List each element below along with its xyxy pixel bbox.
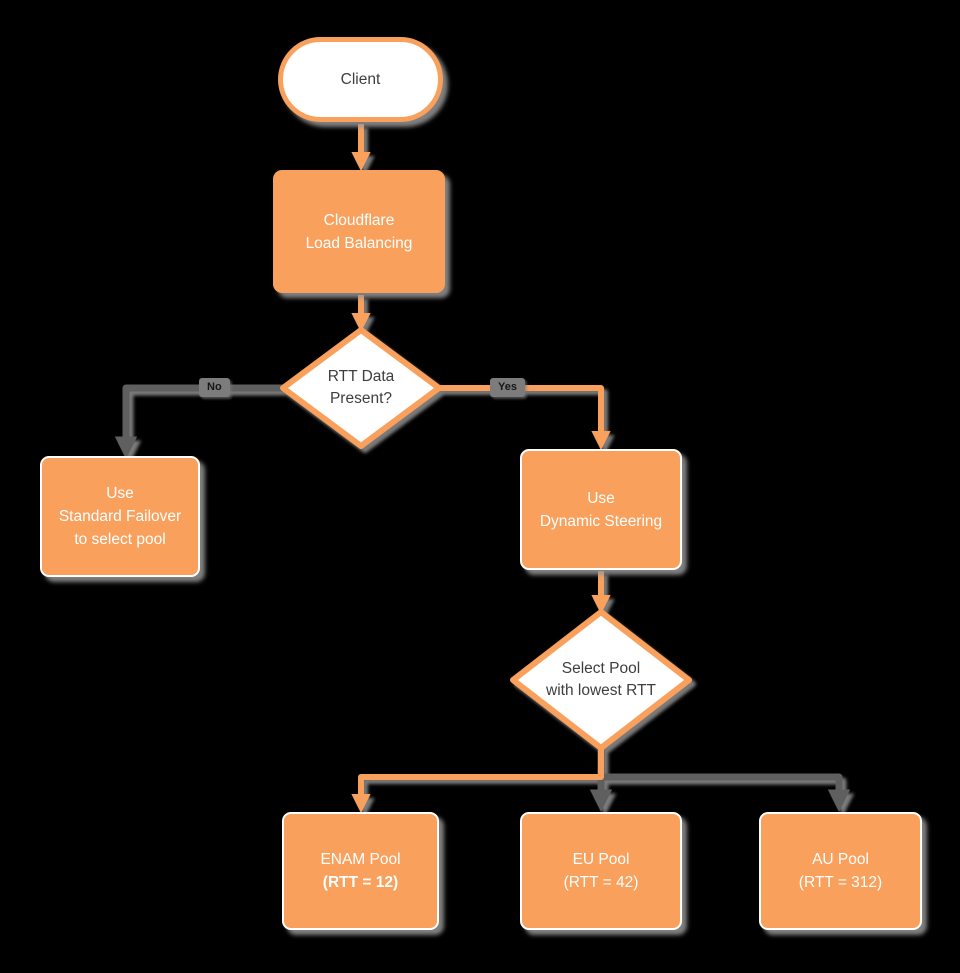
- eu-pool-line2: (RTT = 42): [563, 874, 639, 891]
- edge-label-no: No: [199, 378, 230, 397]
- enam-pool-node: ENAM Pool (RTT = 12): [282, 812, 439, 930]
- standard-failover-node: Use Standard Failover to select pool: [40, 456, 200, 577]
- enam-pool-rtt-close-paren: ): [393, 874, 399, 891]
- standard-failover-line2: Standard Failover: [58, 508, 182, 525]
- client-node: Client: [278, 37, 443, 122]
- edge-label-yes: Yes: [490, 378, 525, 397]
- select-pool-diamond: [510, 609, 692, 751]
- dynamic-steering-line1: Use: [587, 489, 615, 507]
- enam-pool-rtt-value: RTT = 12: [327, 874, 394, 891]
- au-pool-line1: AU Pool: [812, 851, 869, 868]
- edge-junction-to-au-pool: [601, 773, 851, 812]
- standard-failover-line3: to select pool: [74, 531, 166, 548]
- select-pool-label: Select Pool with lowest RTT: [513, 612, 689, 748]
- au-pool-line2: (RTT = 312): [798, 874, 883, 891]
- cloudflare-load-balancing-node: Cloudflare Load Balancing: [273, 170, 445, 293]
- rtt-decision-line2: Present?: [329, 390, 393, 407]
- edge-no-to-standard-failover: [114, 384, 288, 459]
- eu-pool-node: EU Pool (RTT = 42): [520, 812, 682, 930]
- rtt-decision-label: RTT Data Present?: [283, 330, 439, 446]
- select-pool-line2: with lowest RTT: [546, 682, 656, 699]
- dynamic-steering-node: Use Dynamic Steering: [520, 449, 682, 570]
- eu-pool-line1: EU Pool: [572, 851, 630, 868]
- edge-select-pool-to-enam-pool: [351, 748, 604, 814]
- au-pool-node: AU Pool (RTT = 312): [759, 812, 922, 930]
- client-label: Client: [340, 70, 381, 88]
- cloudflare-label-line2: Load Balancing: [305, 234, 413, 252]
- enam-pool-rtt-open-paren: (: [322, 874, 328, 891]
- rtt-decision-line1: RTT Data: [327, 368, 395, 385]
- enam-pool-line1: ENAM Pool: [320, 851, 401, 868]
- dynamic-steering-line2: Dynamic Steering: [539, 512, 663, 530]
- select-pool-line1: Select Pool: [561, 660, 641, 677]
- standard-failover-line1: Use: [106, 485, 134, 502]
- enam-pool-line2: (RTT = 12): [323, 871, 398, 894]
- cloudflare-label-line1: Cloudflare: [323, 211, 395, 229]
- rtt-decision-diamond: [280, 327, 442, 449]
